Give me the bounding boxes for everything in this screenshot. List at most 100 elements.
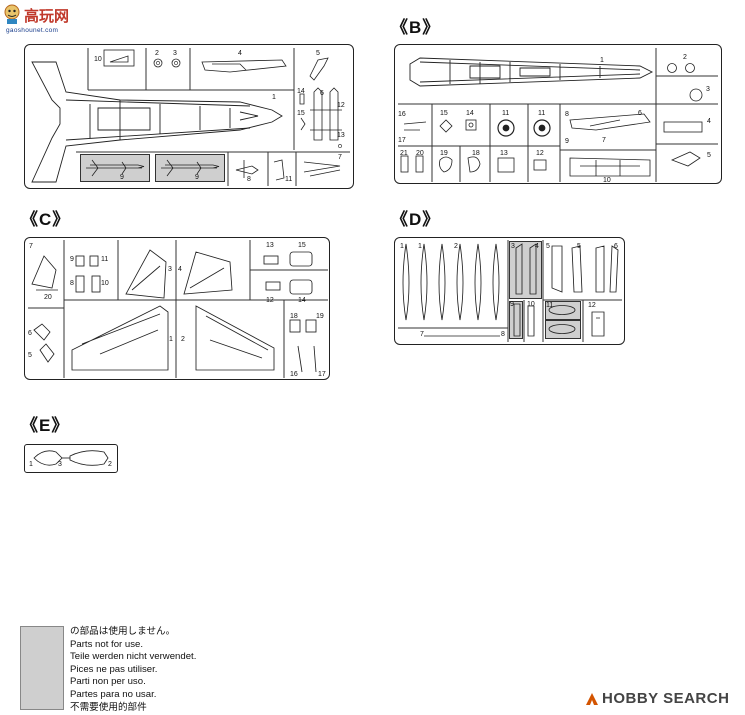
sprue-b-part-1: 1 [600,57,604,64]
sprue-c-part-2: 2 [181,336,185,343]
sprue-d-part-1b: 1 [418,243,422,250]
sprue-a-part-9a: 9 [120,174,124,181]
sprue-d-part-8: 8 [501,331,505,338]
sprue-a-part-11: 11 [285,176,293,183]
sprue-a-part-13: 13 [337,132,345,139]
sprue-d-part-12: 12 [588,302,596,309]
sprue-a-part-9b: 9 [195,174,199,181]
sprue-b-part-2: 2 [683,54,687,61]
sprue-a-part-14: 14 [297,88,305,95]
sprue-d-part-4: 4 [535,243,539,250]
sprue-a-part-15: 15 [297,110,305,117]
sprue-d-gray-11-b [545,320,581,339]
sprue-b-part-6: 6 [638,110,642,117]
sprue-c-part-6: 6 [28,330,32,337]
sprue-c-part-14: 14 [298,297,306,304]
sprue-c-part-19: 19 [316,313,324,320]
sprue-b-part-5: 5 [707,152,711,159]
legend-line-spanish: Partes para no usar. [70,688,157,700]
sprue-b-part-15: 15 [440,110,448,117]
sprue-e-part-2: 2 [108,461,112,468]
sprue-c-part-12: 12 [266,297,274,304]
sprue-d-part-10: 10 [527,301,535,308]
sprue-d-gray-3-4 [509,241,542,299]
sprue-d-gray-9 [509,301,523,339]
sprue-c-part-13: 13 [266,242,274,249]
sprue-d-part-7: 7 [420,331,424,338]
sprue-b-part-21: 21 [400,150,408,157]
hobby-search-mark-icon [585,692,599,706]
sprue-d-part-5b: 5 [577,243,581,250]
sprue-b-part-9: 9 [565,138,569,145]
sprue-b-part-18: 18 [472,150,480,157]
sprue-a-part-1: 1 [272,94,276,101]
sprue-e-part-1: 1 [29,461,33,468]
logo-mascot-icon [2,3,22,25]
sprue-a-part-8: 8 [247,176,251,183]
sprue-b-part-8: 8 [565,111,569,118]
sprue-c-title: 《C》 [21,210,71,229]
sprue-b-part-11b: 11 [538,110,546,117]
sprue-e-title: 《E》 [21,416,70,435]
sprue-a-part-12: 12 [337,102,345,109]
sprue-b-part-13: 13 [500,150,508,157]
hobby-search-text: HOBBY SEARCH [602,690,730,707]
sprue-a-part-4: 4 [238,50,242,57]
sprue-b-part-11a: 11 [502,110,510,117]
sprue-d-part-3: 3 [511,243,515,250]
sprue-b-part-16: 16 [398,111,406,118]
sprue-d-part-9: 9 [510,301,514,308]
sprue-a-part-6: 6 [320,90,324,97]
sprue-b-part-10: 10 [603,177,611,184]
sprue-c-part-20: 20 [44,294,52,301]
sprue-d-part-11: 11 [546,302,554,309]
legend-line-japanese: の部品は使用しません。 [70,626,176,637]
legend-line-german: Teile werden nicht verwendet. [70,651,197,663]
sprue-c-part-4: 4 [178,266,182,273]
legend-line-english: Parts not for use. [70,638,144,650]
sprue-d-gray-11-a [545,301,581,320]
not-for-use-swatch [20,626,64,710]
legend-line-italian: Parti non per uso. [70,676,146,688]
sprue-d-part-1a: 1 [400,243,404,250]
sprue-d-part-2: 2 [454,243,458,250]
sprue-d-part-6: 6 [614,243,618,250]
sprue-c-part-16: 16 [290,371,298,378]
sprue-c-frame [24,237,330,380]
sprue-c-part-5: 5 [28,352,32,359]
sprue-c-part-11: 11 [101,256,109,263]
sprue-c-part-9: 9 [70,256,74,263]
sprue-b-part-3: 3 [706,86,710,93]
sprue-c-part-17: 17 [318,371,326,378]
sprue-b-part-14: 14 [466,110,474,117]
legend-line-french: Pices ne pas utiliser. [70,663,158,675]
watermark-logo: 高玩网 gaoshounet.com [2,3,72,39]
legend-line-chinese: 不需要使用的部件 [70,701,147,713]
sprue-b-part-20: 20 [416,150,424,157]
legend-text-block: の部品は使用しません。 Parts not for use. Teile wer… [70,626,196,714]
sprue-c-part-7: 7 [29,243,33,250]
sprue-e-frame [24,444,118,473]
sprue-a-part-7: 7 [338,154,342,161]
sprue-e-part-3: 3 [58,461,62,468]
sprue-b-part-7: 7 [602,137,606,144]
watermark-url: gaoshounet.com [6,27,59,34]
sprue-c-part-3: 3 [168,266,172,273]
sprue-b-title: 《B》 [391,18,441,37]
sprue-d-title: 《D》 [391,210,441,229]
sprue-a-part-10: 10 [94,56,102,63]
hobby-search-logo: HOBBY SEARCH [585,690,735,710]
sprue-b-part-17: 17 [398,137,406,144]
sprue-b-part-12: 12 [536,150,544,157]
sprue-c-part-15: 15 [298,242,306,249]
sprue-b-part-19: 19 [440,150,448,157]
sprue-d-part-5a: 5 [546,243,550,250]
sprue-b-part-4: 4 [707,118,711,125]
sprue-c-part-18: 18 [290,313,298,320]
sprue-a-part-3: 3 [173,50,177,57]
